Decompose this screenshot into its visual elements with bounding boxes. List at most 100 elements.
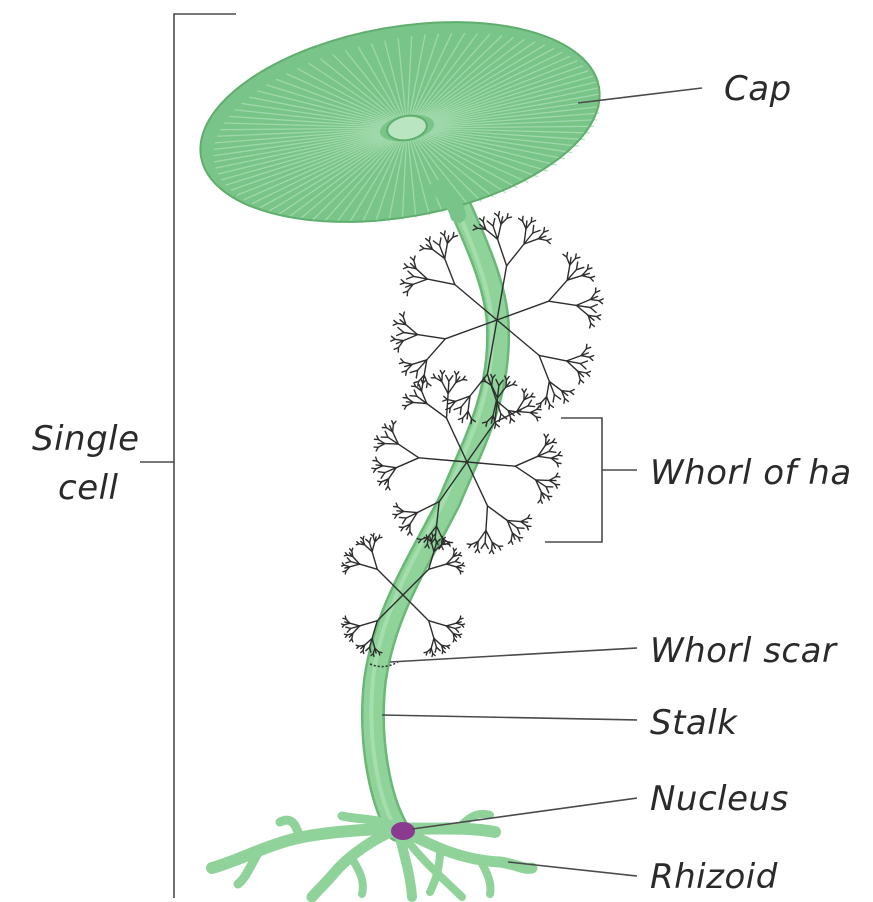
hair-branch [350, 639, 352, 641]
hair-branch [489, 550, 491, 553]
hair-branch [403, 518, 407, 524]
hair-branch [460, 618, 463, 619]
hair-branch [435, 647, 436, 652]
hair-branch [567, 356, 581, 361]
hair-branch [454, 549, 456, 551]
hair-branch [446, 623, 456, 626]
hair-branch [530, 413, 537, 414]
rhizoid-label: Rhizoid [650, 857, 778, 897]
hair-branch [394, 320, 398, 323]
hair-branch [455, 562, 460, 563]
hair-branch [564, 399, 565, 404]
hair-branch [546, 487, 549, 493]
nucleus-leader [412, 798, 637, 829]
whorl-scar-label: Whorl scar [650, 631, 838, 671]
hair-branch [429, 621, 447, 626]
hair-branch [590, 305, 597, 308]
hair-branch [381, 473, 385, 479]
hair-branch [546, 434, 548, 437]
hair-branch [447, 544, 450, 545]
hair-branch [408, 271, 414, 276]
hair-branch [447, 646, 449, 648]
hair-branch [393, 421, 396, 424]
hair-branch [536, 480, 550, 481]
hair-branch [498, 224, 501, 239]
stalk-leader [382, 715, 637, 720]
hair-branch [551, 458, 558, 459]
hair-branch [414, 256, 415, 261]
stalk [371, 195, 498, 830]
hair-branch [454, 407, 461, 410]
hair-branch [379, 652, 380, 655]
hair-branch [385, 431, 388, 437]
hair-branch [515, 466, 536, 480]
hair-branch [462, 565, 465, 566]
hair-branch [509, 540, 512, 543]
hair-branch [498, 239, 507, 265]
hair-branch [576, 262, 577, 270]
hair-branch [424, 652, 427, 653]
hair-branch [356, 645, 359, 646]
hair-branch [429, 621, 434, 639]
hair-branch [554, 395, 560, 400]
hair-branch [427, 339, 446, 360]
hair-branch [442, 382, 448, 394]
hair-branch [346, 627, 351, 628]
hair-branch [361, 651, 363, 653]
hair-branch [372, 542, 375, 552]
hair-branch [538, 456, 551, 458]
nucleus-label: Nucleus [650, 779, 789, 819]
hair-branch [462, 625, 464, 627]
rhizoid [212, 814, 532, 897]
hair-branch [485, 531, 486, 543]
hair-branch [372, 552, 377, 570]
hair-branch [386, 486, 388, 489]
hair-branch [467, 411, 468, 419]
hair-branch [517, 528, 524, 529]
hair-branch [528, 400, 532, 406]
whorl-lower [342, 534, 465, 657]
hair-branch [426, 535, 427, 538]
hair-branch [599, 301, 603, 304]
hair-branch [533, 225, 534, 233]
hair-branch [397, 333, 404, 336]
hair-branch [580, 364, 586, 369]
hair-branch [350, 564, 360, 567]
hair-branch [403, 335, 417, 341]
hair-branch [507, 377, 510, 380]
hair-branch [427, 383, 428, 388]
hair-branch [485, 543, 488, 549]
hair-branch [399, 517, 406, 518]
hair-branch [398, 328, 404, 333]
hair-branch [507, 244, 524, 266]
hair-branch [370, 538, 371, 543]
stalk-label: Stalk [650, 703, 738, 743]
hair-branch [446, 564, 456, 567]
hair-branch [343, 571, 346, 572]
whorl-scar-leader [390, 648, 637, 662]
hair-branch [396, 458, 419, 468]
hair-branch [445, 259, 455, 285]
hair-branch [590, 308, 596, 313]
hair-branch [481, 543, 485, 549]
hair-branch [376, 465, 383, 466]
hair-branch [579, 380, 580, 385]
hair-branch [486, 506, 488, 531]
hair-branch [352, 548, 353, 551]
whorl-of-hairs-label: Whorl of ha [650, 453, 852, 493]
hair-branch [433, 241, 439, 246]
hair-branch [459, 635, 461, 637]
hair-branch [533, 230, 540, 233]
hair-branch [528, 406, 535, 407]
hair-branch [378, 481, 382, 482]
whorl-bracket [545, 418, 637, 542]
hair-branch [416, 370, 417, 378]
hair-branch [580, 361, 587, 364]
hair-branch [597, 317, 601, 320]
hair-branch [467, 544, 471, 545]
hair-branch [453, 639, 454, 642]
hair-branch [523, 216, 524, 221]
hair-branch [427, 404, 447, 419]
hair-branch [445, 243, 448, 258]
